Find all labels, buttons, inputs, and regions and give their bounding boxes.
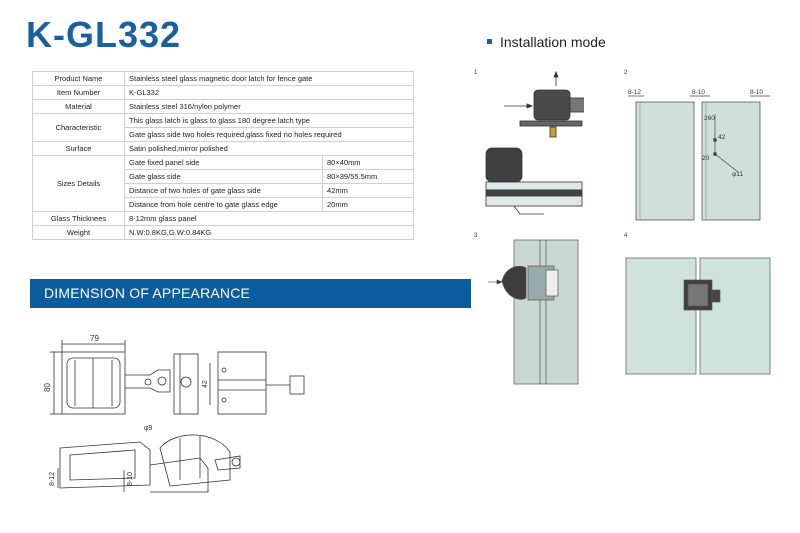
spec-value: Stainless steel glass magnetic door latc…	[124, 71, 414, 86]
spec-value: This glass latch is glass to glass 180 d…	[124, 113, 414, 128]
spec-label: Characteristic	[32, 113, 125, 142]
dim-20: 20	[702, 155, 710, 162]
spec-label: Sizes Details	[32, 155, 125, 212]
table-row: Glass Thicknees 8-12mm glass panel	[32, 211, 414, 226]
spec-label: Surface	[32, 141, 125, 156]
size-name: Gate fixed panel side	[124, 155, 323, 170]
size-name: Gate glass side	[124, 169, 323, 184]
spec-value: K-GL332	[124, 85, 414, 100]
installation-heading-text: Installation mode	[500, 34, 606, 50]
dim-hole: φ11	[732, 171, 743, 178]
spec-value: 8-12mm glass panel	[124, 211, 414, 226]
step-number: 4	[624, 233, 628, 239]
dimension-drawing: 79 80 42 φ9 8-12 8-10	[43, 334, 305, 493]
bullet-icon	[487, 38, 492, 44]
spec-value: Gate glass side two holes required,glass…	[124, 127, 414, 142]
size-name: Distance of two holes of gate glass side	[124, 183, 323, 198]
dim-height: 80	[43, 383, 52, 392]
dim-holes: 42	[202, 380, 209, 388]
spec-value: N.W:0.8KG,G.W:0.84KG	[124, 225, 414, 240]
spec-value: Stainless steel 316/nylon polymer	[124, 99, 414, 114]
latch-front-view	[61, 351, 126, 415]
spec-label: Item Number	[32, 85, 125, 100]
dim-width: 79	[90, 334, 99, 343]
dim-260: 260	[704, 115, 715, 122]
dim-42: 42	[718, 134, 726, 141]
gap-left: 8-12	[628, 89, 641, 96]
spec-label: Weight	[32, 225, 125, 240]
install-step-2: 8-12 8-10 8-10 260 42 20 φ11	[628, 89, 770, 221]
spec-table: Product Name Stainless steel glass magne…	[32, 71, 414, 240]
dim-glass2: 8-10	[127, 472, 134, 486]
table-row: Sizes Details Gate fixed panel side 80×4…	[32, 155, 414, 212]
table-row: Characteristic This glass latch is glass…	[32, 113, 414, 142]
step-number: 2	[624, 70, 628, 76]
table-row: Gate glass side 80×39/55.5mm	[33, 169, 414, 184]
latch-iso-view	[59, 441, 151, 489]
table-row: Distance of two holes of gate glass side…	[33, 183, 414, 198]
step-number: 3	[474, 233, 478, 239]
table-row: Material Stainless steel 316/nylon polym…	[32, 99, 414, 114]
size-value: 80×39/55.5mm	[322, 169, 414, 184]
install-step-4	[625, 257, 771, 375]
dim-glass: 8-12	[49, 472, 56, 486]
product-title: K-GL332	[26, 14, 182, 55]
table-row: Item Number K-GL332	[32, 85, 414, 100]
size-value: 20mm	[322, 197, 414, 212]
gap-mid: 8-10	[692, 89, 705, 96]
table-row: Product Name Stainless steel glass magne…	[32, 71, 414, 86]
spec-value: Satin polished,mirror polished	[124, 141, 414, 156]
spec-label: Glass Thicknees	[32, 211, 125, 226]
step-number: 1	[474, 70, 478, 76]
table-row: Weight N.W:0.8KG,G.W:0.84KG	[32, 225, 414, 240]
gap-right: 8-10	[750, 89, 763, 96]
size-value: 80×40mm	[322, 155, 414, 170]
install-step-3	[488, 239, 579, 385]
size-name: Distance from hole centre to gate glass …	[124, 197, 323, 212]
spec-label: Product Name	[32, 71, 125, 86]
install-step-1	[485, 70, 584, 215]
table-row: Surface Satin polished,mirror polished	[32, 141, 414, 156]
dim-hole-dia: φ9	[144, 425, 153, 432]
installation-heading: Installation mode	[487, 34, 606, 50]
spec-label: Material	[32, 99, 125, 114]
dimension-banner: DIMENSION OF APPEARANCE	[30, 279, 471, 308]
size-value: 42mm	[322, 183, 414, 198]
